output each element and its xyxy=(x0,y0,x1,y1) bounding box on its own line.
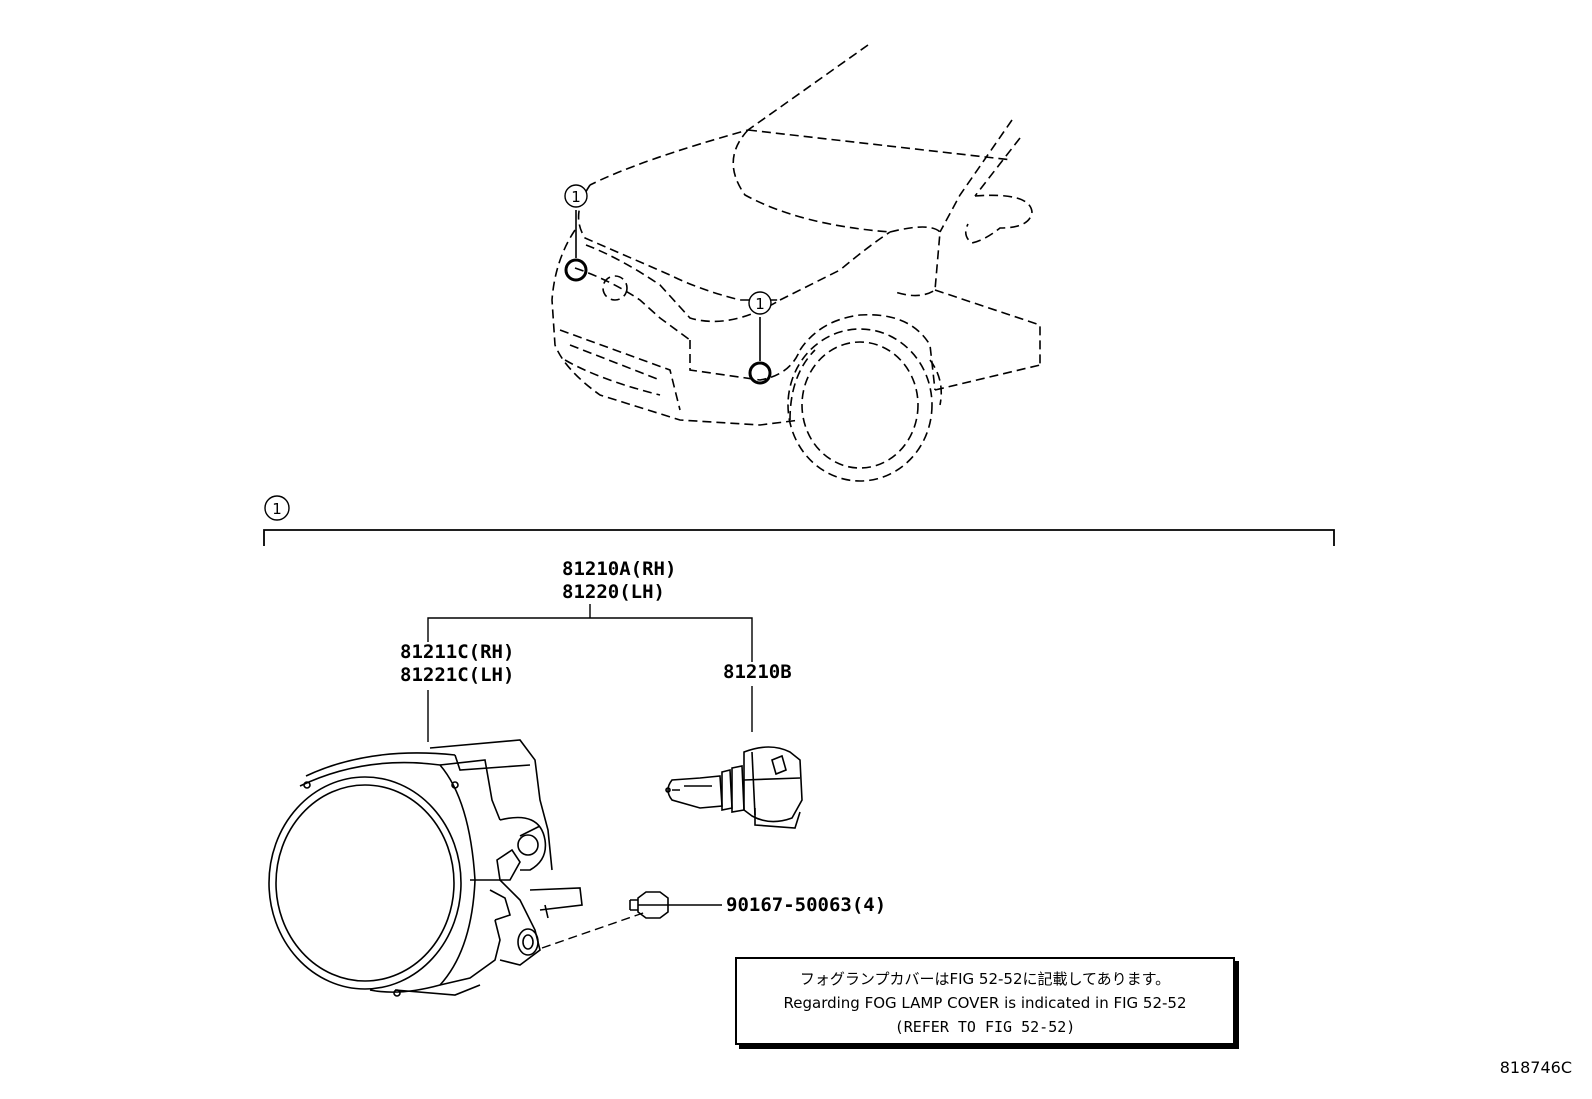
mounting-screw xyxy=(629,891,669,919)
vehicle-front-view xyxy=(551,44,1041,482)
fog-lamp-location-markers xyxy=(564,258,772,385)
label-unit: 81211C(RH) 81221C(LH) xyxy=(400,641,514,686)
note-line-reference: (REFER TO FIG 52-52) xyxy=(894,1018,1076,1036)
label-bulb: 81210B xyxy=(723,661,792,683)
svg-text:81210A(RH): 81210A(RH) xyxy=(562,558,676,580)
svg-text:1: 1 xyxy=(755,295,765,313)
fog-lamp-bulb xyxy=(665,746,803,829)
fog-lamp-location-rh xyxy=(748,361,772,385)
svg-text:1: 1 xyxy=(272,500,282,518)
callout-marker-rh: 1 xyxy=(748,291,772,315)
fog-lamp-location-lh xyxy=(564,258,588,282)
svg-text:81211C(RH): 81211C(RH) xyxy=(400,641,514,663)
svg-text:1: 1 xyxy=(571,188,581,206)
note-line-english: Regarding FOG LAMP COVER is indicated in… xyxy=(783,994,1187,1012)
svg-text:81220(LH): 81220(LH) xyxy=(562,581,665,603)
fog-lamp-unit xyxy=(268,739,583,997)
figure-id: 818746C xyxy=(1499,1058,1572,1077)
note-box: フォグランプカバーはFIG 52-52に記載してあります。 Regarding … xyxy=(735,957,1235,1045)
label-screw: 90167-50063(4) xyxy=(726,894,886,916)
note-line-japanese: フォグランプカバーはFIG 52-52に記載してあります。 xyxy=(799,970,1171,988)
leader-lines xyxy=(427,604,753,906)
callout-marker-lh: 1 xyxy=(564,184,588,208)
label-assembly: 81210A(RH) 81220(LH) xyxy=(562,558,676,603)
svg-text:81221C(LH): 81221C(LH) xyxy=(400,664,514,686)
screw-position-guide xyxy=(541,911,647,949)
group-bracket: 1 xyxy=(263,495,1335,546)
